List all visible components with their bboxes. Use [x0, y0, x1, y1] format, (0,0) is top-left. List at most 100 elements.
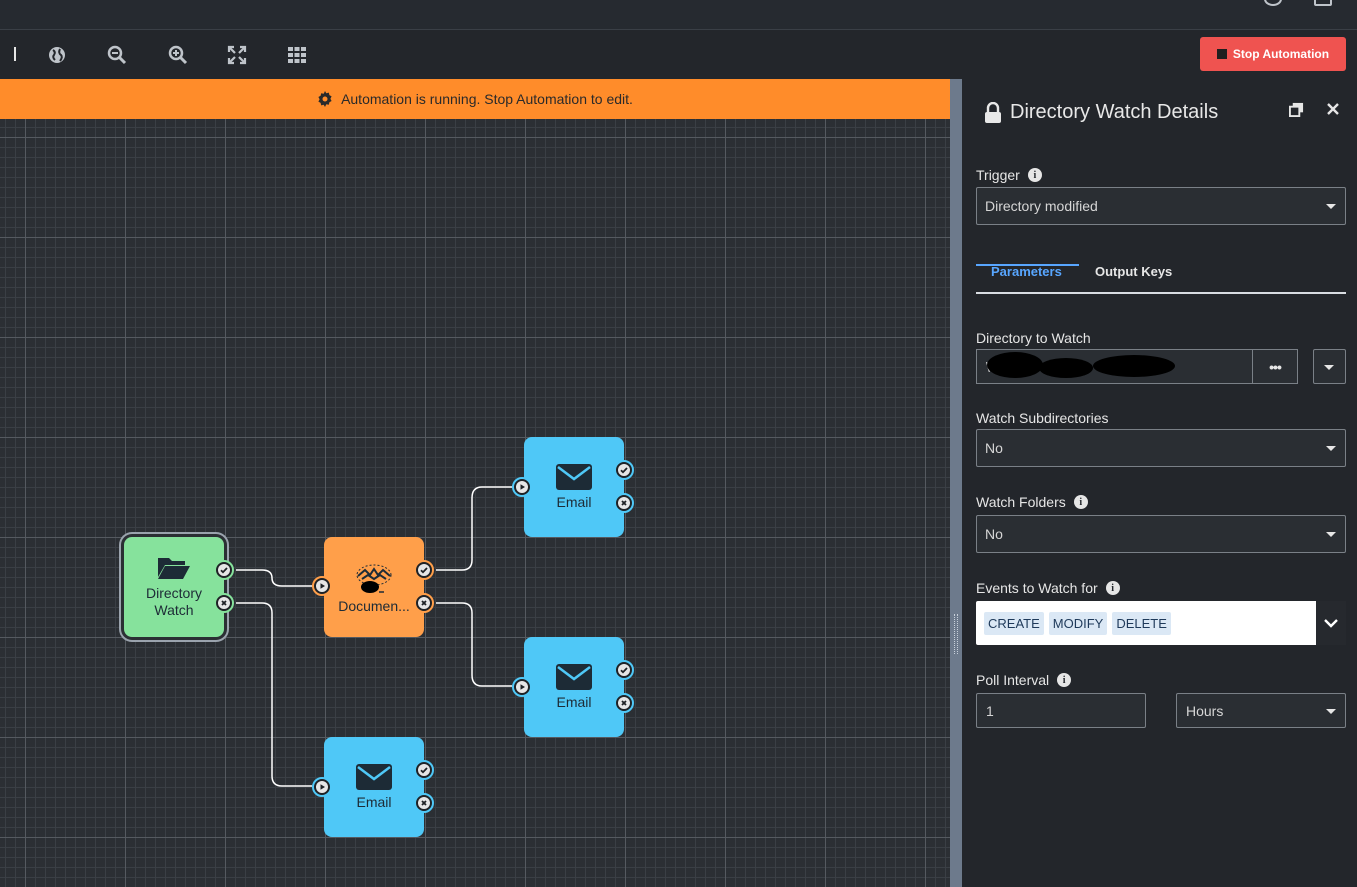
play-icon	[516, 481, 528, 493]
gear-icon	[318, 91, 332, 107]
window-icon[interactable]	[1314, 0, 1332, 6]
grid-icon[interactable]	[285, 43, 309, 67]
close-icon[interactable]	[1325, 101, 1341, 117]
poll-interval-label: Poll Interval i	[976, 672, 1072, 688]
event-chip-create[interactable]: CREATE	[984, 611, 1044, 635]
lock-icon	[985, 101, 1001, 123]
x-icon	[618, 697, 630, 709]
failure-port[interactable]	[614, 693, 634, 713]
watch-folders-label: Watch Folders i	[976, 494, 1088, 510]
check-icon	[618, 664, 630, 676]
details-panel: Directory Watch Details Trigger i Directo…	[962, 79, 1357, 887]
caret-down-icon	[1326, 204, 1336, 209]
envelope-icon	[556, 663, 592, 690]
info-icon[interactable]: i	[1057, 673, 1072, 687]
node-document[interactable]: Documen...	[324, 537, 424, 637]
trigger-select[interactable]: Directory modified	[976, 187, 1346, 225]
trigger-value: Directory modified	[985, 198, 1098, 214]
play-icon	[316, 781, 328, 793]
x-icon	[418, 597, 430, 609]
node-directory-watch[interactable]: Directory Watch	[124, 537, 224, 637]
stop-automation-button[interactable]: Stop Automation	[1200, 37, 1346, 71]
success-port[interactable]	[414, 760, 434, 780]
trigger-label: Trigger i	[976, 167, 1042, 183]
connections	[236, 486, 512, 787]
success-port[interactable]	[614, 660, 634, 680]
caret-down-icon	[1326, 446, 1336, 451]
directory-dropdown-button[interactable]	[1313, 349, 1346, 384]
panel-splitter[interactable]	[950, 79, 962, 887]
x-icon	[618, 497, 630, 509]
poll-unit-value: Hours	[1186, 702, 1224, 719]
directory-label-text: Directory to Watch	[976, 330, 1091, 346]
stop-automation-label: Stop Automation	[1232, 47, 1330, 61]
input-port[interactable]	[312, 576, 332, 596]
events-label-text: Events to Watch for	[976, 580, 1098, 596]
watch-subdirectories-select[interactable]: No	[976, 429, 1346, 467]
check-icon	[418, 564, 430, 576]
watch-folders-value: No	[985, 526, 1003, 542]
poll-unit-select[interactable]: Hours	[1176, 693, 1346, 728]
info-icon[interactable]: i	[1073, 495, 1088, 509]
poll-interval-label-text: Poll Interval	[976, 672, 1050, 688]
success-port[interactable]	[414, 560, 434, 580]
envelope-icon	[556, 463, 592, 490]
fit-screen-icon[interactable]	[225, 43, 249, 67]
node-label: Email	[556, 693, 592, 710]
tab-output-keys[interactable]: Output Keys	[1095, 264, 1173, 279]
redaction	[1039, 358, 1093, 378]
x-icon	[418, 797, 430, 809]
check-icon	[618, 464, 630, 476]
failure-port[interactable]	[414, 793, 434, 813]
input-port[interactable]	[512, 477, 532, 497]
event-chip-delete[interactable]: DELETE	[1112, 611, 1171, 635]
chevron-down-icon[interactable]	[1316, 601, 1346, 645]
node-email-bottom[interactable]: Email	[324, 737, 424, 837]
workflow-canvas[interactable]: Automation is running. Stop Automation t…	[0, 79, 950, 887]
panel-tabs: Parameters Output Keys	[976, 251, 1346, 294]
browse-button[interactable]: •••	[1252, 349, 1298, 384]
info-icon[interactable]: i	[1105, 581, 1120, 595]
failure-port[interactable]	[614, 493, 634, 513]
folder-open-icon	[158, 558, 190, 579]
failure-port[interactable]	[414, 593, 434, 613]
watch-subdirectories-value: No	[985, 440, 1003, 456]
redaction	[1093, 355, 1175, 377]
drag-handle-icon[interactable]	[954, 614, 958, 654]
node-email-top[interactable]: Email	[524, 437, 624, 537]
input-port[interactable]	[512, 677, 532, 697]
watch-folders-select[interactable]: No	[976, 515, 1346, 553]
node-label: Email	[356, 793, 392, 810]
caret-down-icon	[1326, 708, 1336, 714]
zoom-in-icon[interactable]	[166, 43, 190, 67]
watch-subdirectories-label-text: Watch Subdirectories	[976, 410, 1109, 426]
input-port[interactable]	[312, 777, 332, 797]
play-icon	[516, 681, 528, 693]
toolbar-divider	[14, 47, 16, 61]
node-email-mid[interactable]: Email	[524, 637, 624, 737]
tab-parameters[interactable]: Parameters	[991, 264, 1062, 279]
zoom-out-icon[interactable]	[105, 43, 129, 67]
poll-interval-value: 1	[986, 702, 994, 719]
directory-input[interactable]: \	[976, 349, 1254, 384]
help-icon[interactable]	[1264, 0, 1282, 6]
success-port[interactable]	[214, 560, 234, 580]
panel-title-text: Directory Watch Details	[1010, 101, 1219, 123]
node-label: Directory Watch	[145, 585, 202, 618]
active-tab-indicator	[976, 264, 1079, 266]
poll-interval-input[interactable]: 1	[976, 693, 1146, 728]
popout-icon[interactable]	[1288, 101, 1304, 117]
globe-icon[interactable]	[45, 43, 69, 67]
title-bar	[0, 0, 1357, 30]
success-port[interactable]	[614, 460, 634, 480]
panel-title: Directory Watch Details	[984, 101, 1218, 124]
running-banner: Automation is running. Stop Automation t…	[0, 79, 950, 119]
stop-icon	[1216, 49, 1227, 59]
events-multiselect[interactable]: CREATE MODIFY DELETE	[976, 601, 1346, 645]
failure-port[interactable]	[214, 593, 234, 613]
info-icon[interactable]: i	[1027, 168, 1042, 182]
event-chip-modify[interactable]: MODIFY	[1048, 611, 1108, 635]
trigger-label-text: Trigger	[976, 167, 1020, 183]
check-icon	[418, 764, 430, 776]
watch-folders-label-text: Watch Folders	[976, 494, 1066, 510]
